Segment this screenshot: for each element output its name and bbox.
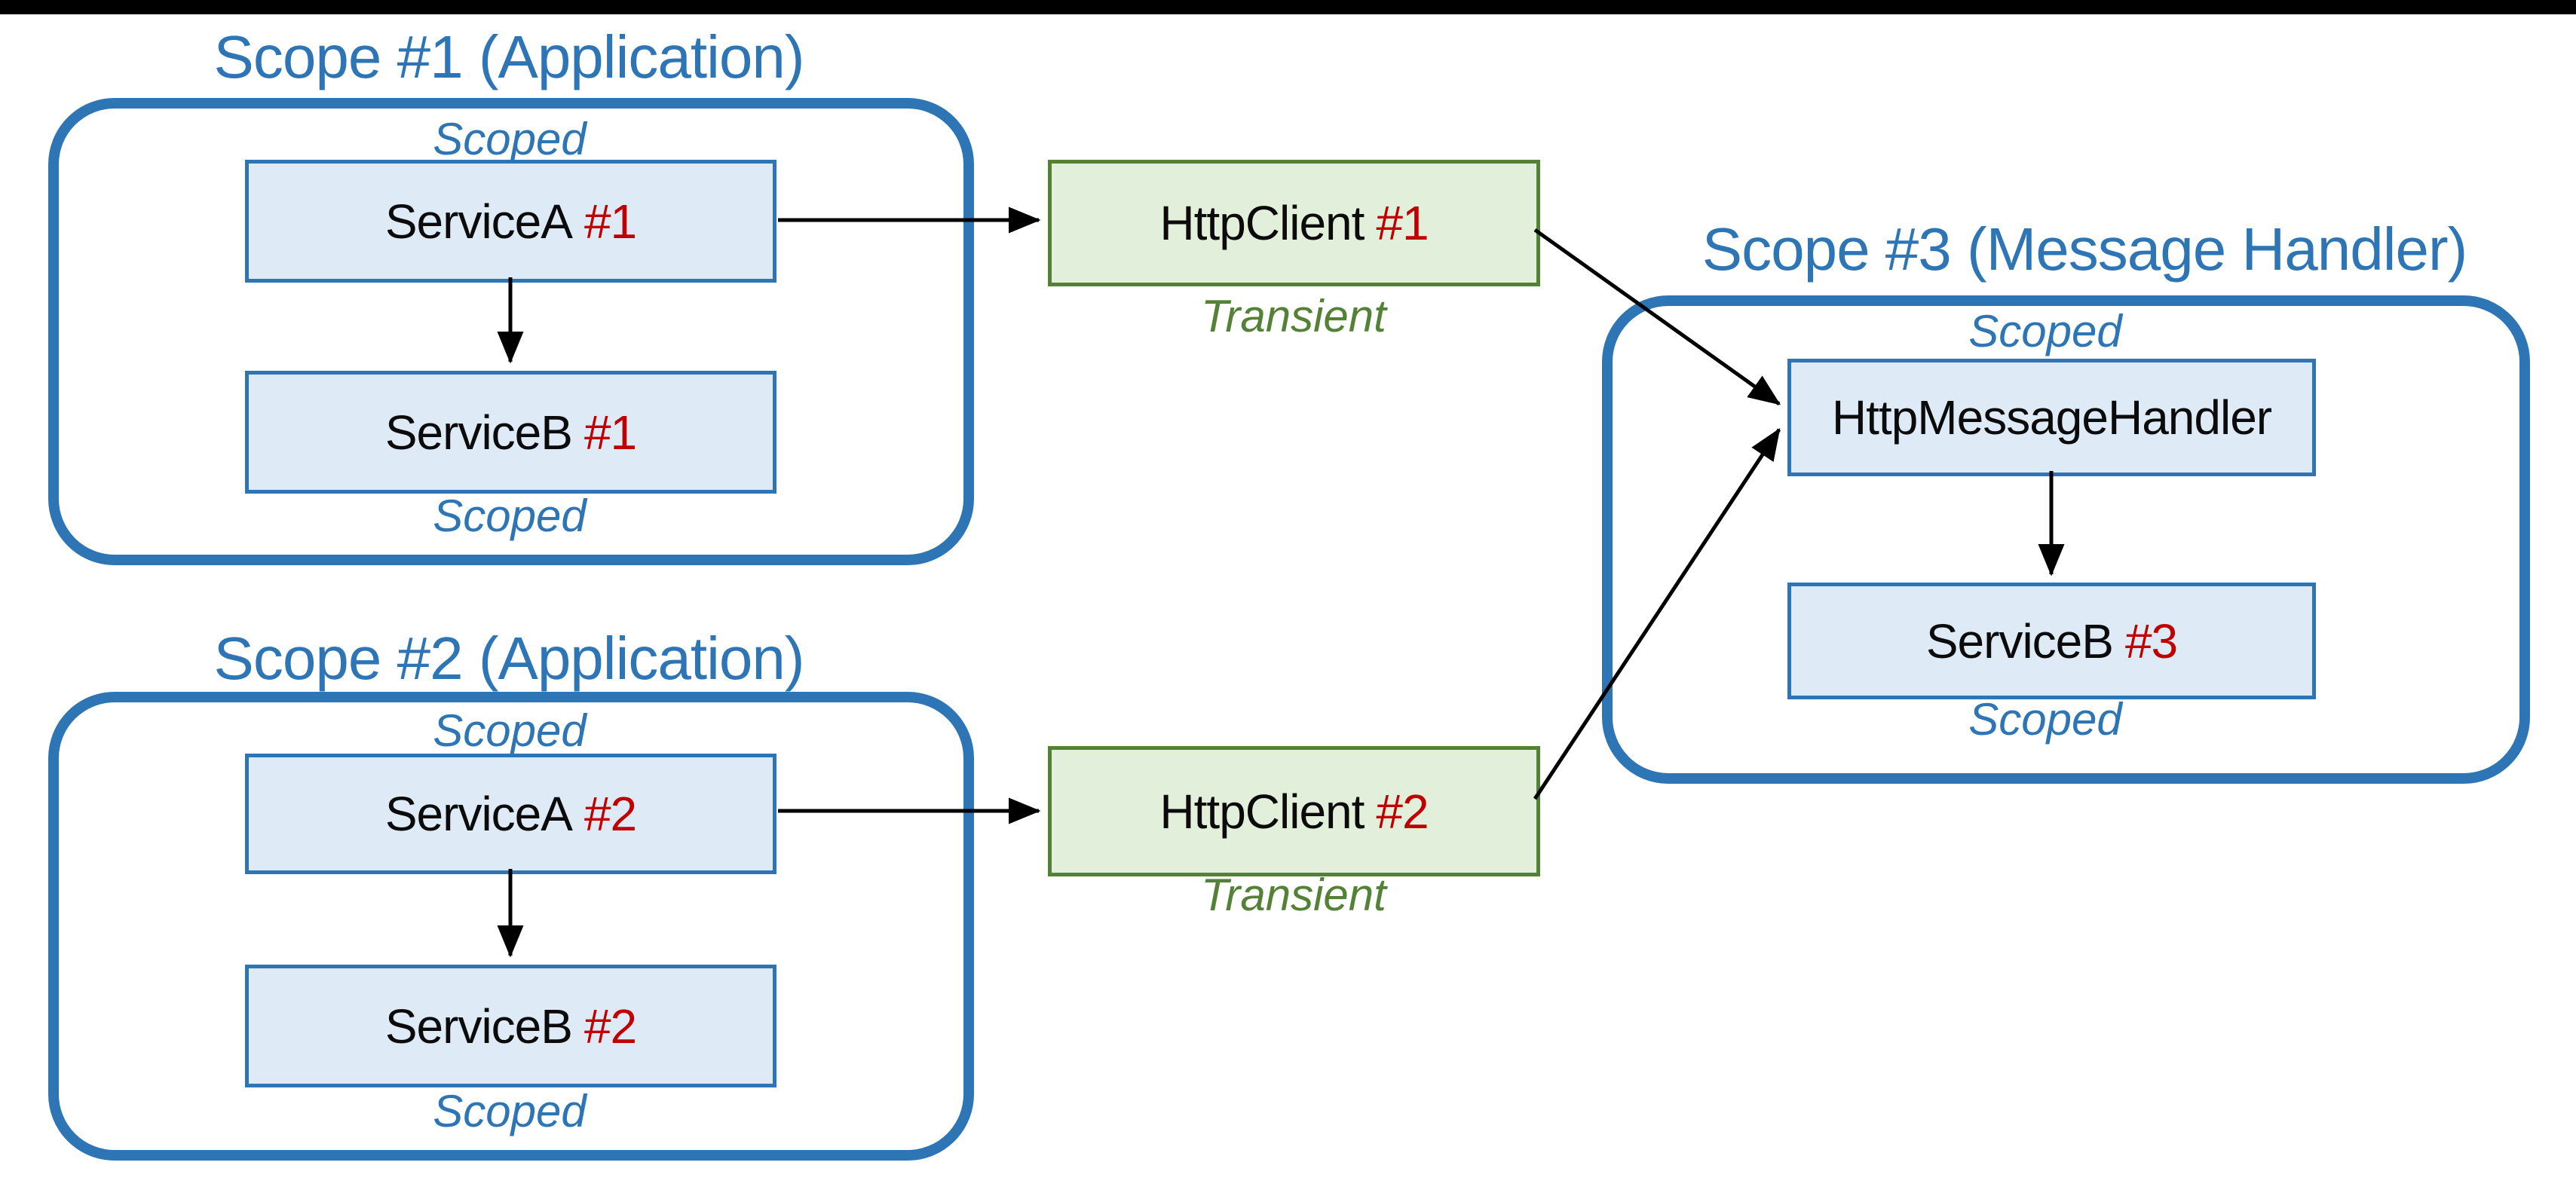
node-servicea-2: ServiceA#2 — [245, 754, 776, 874]
node-serviceb-2-label: ServiceB — [384, 999, 573, 1054]
node-httpclient-2: HttpClient#2 — [1048, 746, 1540, 876]
node-httpmessagehandler-label: HttpMessageHandler — [1831, 390, 2272, 445]
httpclient-2-lifetime-label: Transient — [1201, 870, 1386, 920]
node-serviceb-3: ServiceB#3 — [1787, 583, 2316, 699]
node-httpclient-1: HttpClient#1 — [1048, 160, 1540, 286]
scope3-title: Scope #3 (Message Handler) — [1702, 216, 2468, 283]
node-servicea-1-instance: #1 — [584, 194, 637, 249]
scope3-lifetime-bottom-label: Scoped — [1968, 694, 2122, 745]
node-servicea-1: ServiceA#1 — [245, 160, 776, 283]
httpclient-1-lifetime-label: Transient — [1201, 291, 1386, 341]
node-serviceb-1-label: ServiceB — [384, 405, 573, 460]
node-serviceb-3-instance: #3 — [2124, 613, 2178, 668]
scope1-title: Scope #1 (Application) — [213, 23, 805, 90]
scope1-lifetime-top-label: Scoped — [433, 114, 587, 164]
node-httpclient-2-label: HttpClient — [1159, 784, 1365, 839]
node-httpclient-1-label: HttpClient — [1159, 196, 1365, 250]
node-httpclient-1-instance: #1 — [1376, 196, 1429, 250]
scope2-lifetime-top-label: Scoped — [433, 705, 587, 756]
node-serviceb-3-label: ServiceB — [1925, 613, 2114, 668]
node-serviceb-2-instance: #2 — [584, 999, 637, 1054]
node-serviceb-1-instance: #1 — [584, 405, 637, 460]
node-serviceb-2: ServiceB#2 — [245, 965, 776, 1087]
node-servicea-1-label: ServiceA — [384, 194, 573, 249]
node-httpclient-2-instance: #2 — [1376, 784, 1429, 839]
node-serviceb-1: ServiceB#1 — [245, 371, 776, 494]
scope2-title: Scope #2 (Application) — [213, 625, 805, 692]
scope2-lifetime-bottom-label: Scoped — [433, 1086, 587, 1136]
scope3-boundary — [1602, 295, 2530, 784]
node-httpmessagehandler: HttpMessageHandler — [1787, 359, 2316, 476]
scope3-lifetime-top-label: Scoped — [1968, 306, 2122, 356]
scope1-lifetime-bottom-label: Scoped — [433, 491, 587, 541]
scope1-boundary — [48, 98, 974, 565]
top-black-bar — [0, 0, 2576, 14]
node-servicea-2-label: ServiceA — [384, 787, 573, 841]
node-servicea-2-instance: #2 — [584, 787, 637, 841]
